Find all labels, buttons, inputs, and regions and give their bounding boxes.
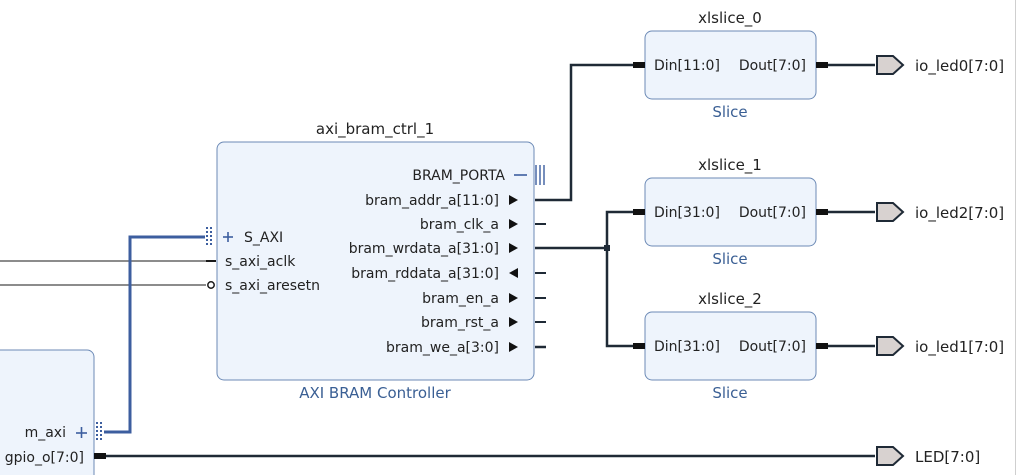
port-s-axi-aclk[interactable]: s_axi_aclk [206, 254, 296, 270]
output-port-icon [876, 55, 905, 75]
port-bram-we-a[interactable]: bram_we_a[3:0] [386, 340, 546, 356]
output-pin [816, 62, 828, 68]
port-label: LED[7:0] [915, 448, 980, 466]
interface-connector-icon [96, 422, 102, 440]
input-arrow-icon [509, 268, 518, 278]
block-body[interactable] [0, 349, 95, 475]
port-s-axi[interactable]: S_AXI [206, 227, 283, 246]
port-label-dout: Dout[7:0] [739, 58, 806, 74]
net-junction-dot [604, 245, 610, 251]
port-label: gpio_o[7:0] [5, 450, 84, 466]
net-m-axi-to-s-axi[interactable] [104, 235, 205, 434]
port-label: bram_en_a [422, 291, 499, 307]
output-pin [816, 209, 828, 215]
net-bram-addr-to-xlslice-0[interactable] [546, 63, 636, 202]
block-instance-name: xlslice_0 [698, 9, 762, 28]
port-label: io_led0[7:0] [915, 57, 1004, 76]
port-label-dout: Dout[7:0] [739, 339, 806, 355]
external-port-io-led1[interactable]: io_led1[7:0] [876, 336, 1004, 357]
interface-connector-icon [206, 227, 212, 245]
output-port-icon [876, 202, 905, 222]
plus-expand-icon[interactable] [76, 427, 87, 438]
output-arrow-icon [509, 219, 518, 229]
port-label-din: Din[11:0] [654, 58, 720, 74]
block-type-label: Slice [712, 384, 747, 402]
port-label-din: Din[31:0] [654, 339, 720, 355]
input-pin [633, 343, 645, 349]
block-body[interactable] [216, 141, 535, 381]
port-bram-addr-a[interactable]: bram_addr_a[11:0] [365, 193, 546, 209]
port-bram-rddata-a[interactable]: bram_rddata_a[31:0] [351, 266, 546, 282]
block-instance-name: xlslice_2 [698, 290, 762, 309]
port-label: s_axi_aclk [225, 254, 296, 270]
port-m-axi[interactable]: m_axi [25, 422, 102, 441]
net-bram-wrdata-to-xlslice-2[interactable] [605, 248, 636, 348]
left-partial-block[interactable]: m_axi gpio_o[7:0] [0, 349, 106, 475]
output-port-icon [876, 446, 905, 466]
output-arrow-icon [509, 342, 518, 352]
port-label: BRAM_PORTA [412, 168, 505, 184]
output-port-icon [876, 336, 905, 356]
output-arrow-icon [509, 293, 518, 303]
port-bram-en-a[interactable]: bram_en_a [422, 291, 546, 307]
port-label: S_AXI [244, 230, 283, 246]
xlslice-1-block[interactable]: xlslice_1 Din[31:0] Dout[7:0] Slice [633, 156, 828, 268]
port-label: s_axi_aresetn [225, 278, 320, 294]
input-pin [633, 62, 645, 68]
port-label-din: Din[31:0] [654, 205, 720, 221]
port-label-dout: Dout[7:0] [739, 205, 806, 221]
axi-bram-controller-block[interactable]: axi_bram_ctrl_1 AXI BRAM Controller S_AX… [206, 120, 546, 402]
block-type-label: AXI BRAM Controller [299, 384, 451, 402]
input-pin [633, 209, 645, 215]
plus-expand-icon[interactable] [223, 232, 233, 242]
port-label: bram_we_a[3:0] [386, 340, 499, 356]
port-label: bram_rst_a [421, 315, 499, 331]
external-port-io-led2[interactable]: io_led2[7:0] [876, 202, 1004, 223]
output-arrow-icon [509, 195, 518, 205]
external-port-io-led0[interactable]: io_led0[7:0] [876, 55, 1004, 76]
port-label: io_led2[7:0] [915, 204, 1004, 223]
port-bram-porta[interactable]: BRAM_PORTA [412, 165, 545, 185]
xlslice-2-block[interactable]: xlslice_2 Din[31:0] Dout[7:0] Slice [633, 290, 828, 402]
port-label: bram_clk_a [420, 217, 499, 233]
output-arrow-icon [509, 317, 518, 327]
port-label: bram_wrdata_a[31:0] [349, 241, 499, 257]
block-type-label: Slice [712, 250, 747, 268]
port-s-axi-aresetn[interactable]: s_axi_aresetn [207, 278, 320, 294]
port-bram-clk-a[interactable]: bram_clk_a [420, 217, 546, 233]
wires [0, 63, 875, 458]
external-port-led[interactable]: LED[7:0] [876, 446, 980, 466]
block-instance-name: axi_bram_ctrl_1 [316, 120, 434, 139]
output-pin [94, 453, 106, 459]
bram-interface-icon [535, 165, 545, 185]
net-bram-wrdata-to-xlslice-1[interactable] [546, 210, 636, 250]
block-type-label: Slice [712, 103, 747, 121]
output-pin [816, 343, 828, 349]
output-arrow-icon [509, 243, 518, 253]
xlslice-0-block[interactable]: xlslice_0 Din[11:0] Dout[7:0] Slice [633, 9, 828, 121]
port-label: bram_rddata_a[31:0] [351, 266, 499, 282]
port-label: m_axi [25, 425, 66, 441]
block-instance-name: xlslice_1 [698, 156, 762, 175]
port-label: bram_addr_a[11:0] [365, 193, 499, 209]
port-gpio-o[interactable]: gpio_o[7:0] [5, 450, 106, 466]
port-bram-rst-a[interactable]: bram_rst_a [421, 315, 546, 331]
active-low-bubble-icon [207, 281, 215, 289]
port-bram-wrdata-a[interactable]: bram_wrdata_a[31:0] [349, 241, 546, 257]
port-label: io_led1[7:0] [915, 338, 1004, 357]
